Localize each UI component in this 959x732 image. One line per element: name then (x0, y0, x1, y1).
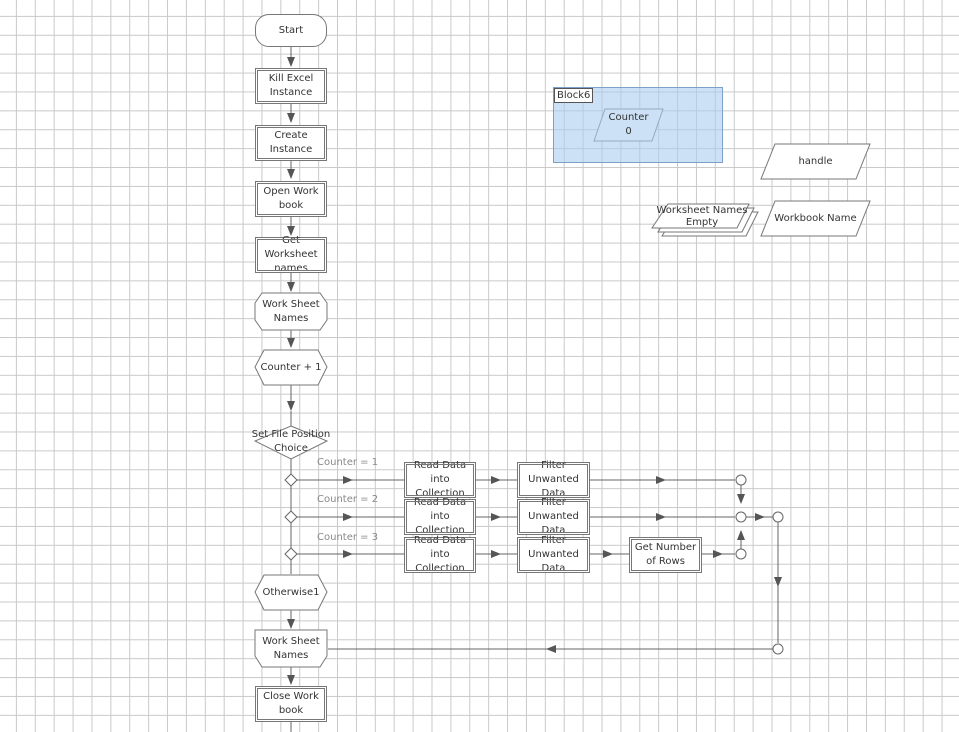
otherwise-shape (254, 574, 328, 611)
counter-increment-label: Counter + 1 (260, 361, 322, 373)
choice-junction (284, 473, 298, 487)
create-instance-label: Create Instance (269, 130, 313, 155)
anchor-point (735, 548, 747, 560)
get-worksheet-names-label: Get Worksheet names (264, 235, 318, 274)
worksheet-names-loop-start[interactable]: Work Sheet Names (255, 293, 327, 330)
start-label: Start (278, 24, 304, 36)
kill-excel-label: Kill Excel Instance (268, 73, 314, 98)
worksheet-names-end-label: Work Sheet Names (262, 635, 320, 661)
block-title: Block6 (554, 88, 594, 103)
read-data-label: Read Data into Collection (413, 460, 467, 499)
anchor-point (735, 474, 747, 486)
workbook-name-data-item[interactable]: Workbook Name (761, 201, 870, 236)
open-workbook-label: Open Work book (263, 186, 319, 211)
get-worksheet-names-action[interactable]: Get Worksheet names (255, 235, 327, 274)
branch-condition-2: Counter = 2 (317, 494, 379, 505)
filter-data-action-2[interactable]: Filter Unwanted Data (517, 497, 590, 536)
create-instance-action[interactable]: Create Instance (255, 125, 327, 161)
read-data-label: Read Data into Collection (413, 535, 467, 574)
block-group[interactable]: Block6 (553, 87, 723, 163)
workbook-name-label: Workbook Name (774, 212, 857, 224)
worksheet-names-loop-end[interactable]: Work Sheet Names (255, 630, 327, 667)
get-number-of-rows-action[interactable]: Get Number of Rows (629, 537, 702, 573)
handle-data-item[interactable]: handle (761, 144, 870, 179)
handle-label: handle (798, 155, 833, 167)
open-workbook-action[interactable]: Open Work book (255, 181, 327, 217)
filter-data-action-3[interactable]: Filter Unwanted Data (517, 535, 590, 574)
anchor-point (735, 511, 747, 523)
worksheet-names-collection-label: Worksheet Names (656, 205, 748, 216)
set-file-position-label: Set File Position Choice (251, 429, 331, 454)
read-data-action-2[interactable]: Read Data into Collection (404, 497, 476, 536)
read-data-action-3[interactable]: Read Data into Collection (404, 535, 476, 574)
decision-shape (253, 425, 329, 460)
counter-value: 0 (625, 126, 632, 137)
filter-data-label: Filter Unwanted Data (528, 460, 579, 499)
close-workbook-label: Close Work book (263, 691, 319, 716)
worksheet-names-collection-value: Empty (685, 217, 719, 228)
otherwise-node[interactable]: Otherwise1 (255, 575, 327, 610)
choice-junction (284, 547, 298, 561)
worksheet-names-collection[interactable]: Worksheet Names Empty (652, 204, 752, 230)
filter-data-label: Filter Unwanted Data (528, 497, 579, 536)
get-number-of-rows-label: Get Number of Rows (634, 542, 697, 567)
loop-end-shape (254, 629, 328, 668)
handle-data-shape (760, 143, 871, 180)
set-file-position-choice[interactable]: Set File Position Choice (245, 428, 337, 456)
filter-data-label: Filter Unwanted Data (528, 535, 579, 574)
start-node[interactable]: Start (255, 14, 327, 47)
anchor-point (772, 643, 784, 655)
choice-junction (284, 510, 298, 524)
read-data-label: Read Data into Collection (413, 497, 467, 536)
anchor-point (772, 511, 784, 523)
counter-data-item[interactable]: Counter 0 (594, 109, 663, 141)
filter-data-action-1[interactable]: Filter Unwanted Data (517, 460, 590, 499)
read-data-action-1[interactable]: Read Data into Collection (404, 460, 476, 499)
workbook-name-data-shape (760, 200, 871, 237)
loop-start-shape (254, 292, 328, 331)
kill-excel-instance-action[interactable]: Kill Excel Instance (255, 68, 327, 104)
branch-condition-3: Counter = 3 (317, 532, 379, 543)
counter-name: Counter (608, 112, 649, 123)
branch-condition-1: Counter = 1 (317, 457, 379, 468)
worksheet-names-loop-label: Work Sheet Names (262, 298, 320, 324)
collection-stack-front (651, 203, 750, 229)
counter-increment-calc[interactable]: Counter + 1 (255, 350, 327, 385)
otherwise-label: Otherwise1 (262, 586, 320, 598)
calc-shape (254, 349, 328, 386)
close-workbook-action[interactable]: Close Work book (255, 686, 327, 722)
